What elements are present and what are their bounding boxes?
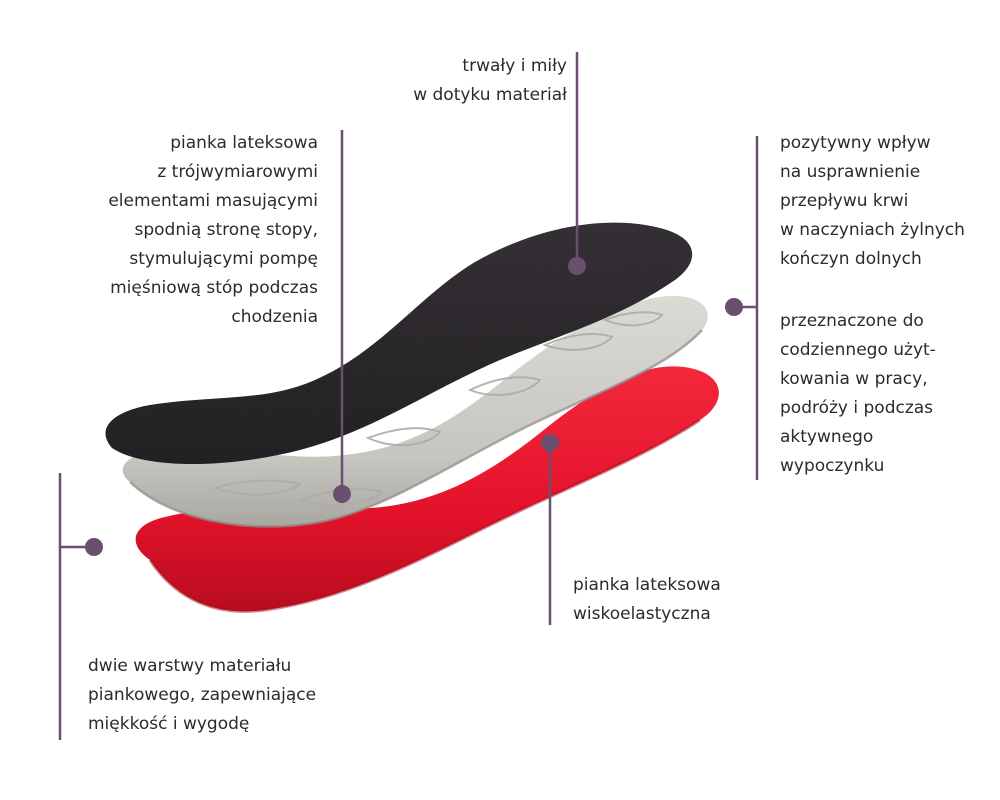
callout-dot-benefits (725, 298, 743, 316)
label-benefits-usage: przeznaczone do codziennego użyt- kowani… (780, 311, 936, 476)
callout-dot-massage-foam (333, 485, 351, 503)
red-foam-edge (148, 418, 701, 613)
label-benefits-blood-flow: pozytywny wpływ na usprawnienie przepływ… (780, 133, 965, 269)
massage-elements (211, 311, 664, 506)
label-viscoelastic-foam: pianka lateksowa wiskoelastyczna (573, 575, 721, 624)
grey-foam-edge (129, 329, 703, 528)
callout-dot-two-layers (85, 538, 103, 556)
label-two-layers: dwie warstwy materiału piankowego, zapew… (88, 656, 317, 734)
label-top-material: trwały i miły w dotyku materiał (413, 56, 567, 105)
label-massage-foam: pianka lateksowa z trójwymiarowymi eleme… (108, 133, 318, 327)
callout-lines (58, 52, 759, 740)
callout-dots (85, 257, 743, 556)
callout-dot-viscoelastic (541, 434, 559, 452)
black-top-layer-texture (105, 222, 693, 464)
callout-dot-top-material (568, 257, 586, 275)
grey-foam-layer (122, 295, 708, 527)
red-foam-layer (135, 366, 719, 612)
